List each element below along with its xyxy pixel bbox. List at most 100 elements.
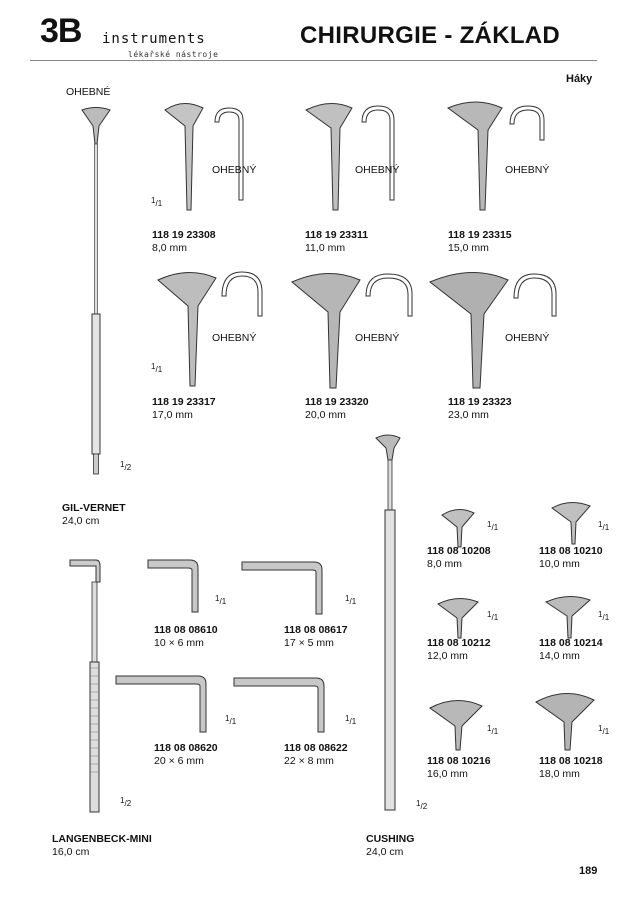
product-size: 18,0 mm bbox=[539, 768, 580, 780]
hook-scale: 1/1 bbox=[345, 714, 357, 726]
product-code: 118 08 10216 bbox=[427, 755, 491, 767]
bend-note: OHEBNÝ bbox=[505, 332, 550, 344]
product-caption: 118 08 08610 10 × 6 mm bbox=[154, 624, 218, 650]
product-code: 118 19 23311 bbox=[305, 229, 369, 241]
section-label: Háky bbox=[566, 73, 593, 85]
product-code: 118 19 23320 bbox=[305, 396, 369, 408]
product-size: 20 × 6 mm bbox=[154, 755, 204, 767]
product-size: 15,0 mm bbox=[448, 242, 489, 254]
product-code: 118 08 10214 bbox=[539, 637, 603, 649]
product-code: 118 08 10212 bbox=[427, 637, 491, 649]
blade-image bbox=[441, 509, 475, 548]
product-caption: 118 08 08617 17 × 5 mm bbox=[284, 624, 348, 650]
product-size: 20,0 mm bbox=[305, 409, 346, 421]
product-size: 14,0 mm bbox=[539, 650, 580, 662]
cushing-caption: CUSHING 24,0 cm bbox=[366, 833, 414, 859]
product-code: 118 08 08610 bbox=[154, 624, 218, 636]
product-caption: 118 19 23320 20,0 mm bbox=[305, 396, 369, 422]
hook-image bbox=[241, 561, 323, 615]
product-caption: 118 19 23317 17,0 mm bbox=[152, 396, 216, 422]
cushing-instrument-image bbox=[375, 434, 401, 811]
product-size: 12,0 mm bbox=[427, 650, 468, 662]
product-size: 16,0 mm bbox=[427, 768, 468, 780]
product-size: 11,0 mm bbox=[305, 242, 346, 254]
blade-image bbox=[437, 598, 479, 639]
product-caption: 118 08 10216 16,0 mm bbox=[427, 755, 491, 781]
product-size: 17,0 mm bbox=[152, 409, 193, 421]
page-title: CHIRURGIE - ZÁKLAD bbox=[300, 22, 561, 49]
product-code: 118 08 10208 bbox=[427, 545, 491, 557]
hook-image bbox=[233, 677, 325, 733]
product-size: 8,0 mm bbox=[152, 242, 188, 254]
product-code: 118 19 23308 bbox=[152, 229, 216, 241]
product-code: 118 08 08622 bbox=[284, 742, 348, 754]
blade-scale: 1/1 bbox=[151, 196, 163, 208]
blade-image bbox=[305, 103, 395, 211]
product-size: 17 × 5 mm bbox=[284, 637, 334, 649]
product-caption: 118 19 23311 11,0 mm bbox=[305, 229, 368, 255]
blade-image bbox=[446, 101, 545, 211]
blade-image bbox=[157, 271, 263, 387]
brand-subtitle: lékařské nástroje bbox=[128, 50, 219, 59]
blade-scale: 1/1 bbox=[598, 724, 610, 736]
product-code: 118 19 23323 bbox=[448, 396, 512, 408]
product-caption: 118 08 08620 20 × 6 mm bbox=[154, 742, 218, 768]
cushing-name: CUSHING bbox=[366, 833, 415, 845]
product-size: 23,0 mm bbox=[448, 409, 489, 421]
bend-note: OHEBNÝ bbox=[212, 164, 257, 176]
product-caption: 118 08 10208 8,0 mm bbox=[427, 545, 491, 571]
blade-scale: 1/1 bbox=[487, 520, 499, 532]
hook-scale: 1/1 bbox=[225, 714, 237, 726]
product-caption: 118 08 10210 10,0 mm bbox=[539, 545, 603, 571]
bend-note: OHEBNÝ bbox=[355, 164, 400, 176]
blade-scale: 1/1 bbox=[487, 724, 499, 736]
product-caption: 118 08 10212 12,0 mm bbox=[427, 637, 491, 663]
hook-scale: 1/1 bbox=[345, 594, 357, 606]
bend-note: OHEBNÝ bbox=[505, 164, 550, 176]
product-caption: 118 08 08622 22 × 8 mm bbox=[284, 742, 348, 768]
cushing-scale: 1/2 bbox=[416, 799, 428, 811]
product-code: 118 08 10210 bbox=[539, 545, 603, 557]
blade-image bbox=[291, 272, 413, 389]
blade-scale: 1/1 bbox=[151, 362, 163, 374]
blade-image bbox=[544, 596, 591, 639]
hook-image bbox=[115, 675, 207, 733]
product-code: 118 08 08617 bbox=[284, 624, 348, 636]
product-caption: 118 19 23315 15,0 mm bbox=[448, 229, 512, 255]
langenbeck-instrument-image bbox=[69, 559, 101, 813]
blade-scale: 1/1 bbox=[598, 520, 610, 532]
product-caption: 118 19 23323 23,0 mm bbox=[448, 396, 512, 422]
product-caption: 118 08 10218 18,0 mm bbox=[539, 755, 603, 781]
product-size: 8,0 mm bbox=[427, 558, 463, 570]
product-size: 10,0 mm bbox=[539, 558, 580, 570]
gil-vernet-top-label: OHEBNÉ bbox=[66, 86, 111, 98]
langenbeck-caption: LANGENBECK-MINI 16,0 cm bbox=[52, 833, 152, 859]
bend-note: OHEBNÝ bbox=[212, 332, 257, 344]
product-code: 118 08 08620 bbox=[154, 742, 218, 754]
blade-image bbox=[429, 272, 557, 389]
page-number: 189 bbox=[579, 865, 598, 877]
langenbeck-scale: 1/2 bbox=[120, 796, 132, 808]
product-size: 10 × 6 mm bbox=[154, 637, 204, 649]
hook-image bbox=[147, 559, 199, 613]
blade-image bbox=[535, 693, 595, 751]
blade-scale: 1/1 bbox=[598, 610, 610, 622]
bend-note: OHEBNÝ bbox=[355, 332, 400, 344]
langenbeck-length: 16,0 cm bbox=[52, 846, 90, 858]
product-size: 22 × 8 mm bbox=[284, 755, 334, 767]
hook-scale: 1/1 bbox=[215, 594, 227, 606]
gil-vernet-name: GIL-VERNET bbox=[62, 502, 126, 514]
brand-mark: 3B bbox=[40, 12, 82, 50]
cushing-length: 24,0 cm bbox=[366, 846, 404, 858]
product-caption: 118 19 23308 8,0 mm bbox=[152, 229, 216, 255]
gil-vernet-caption: GIL-VERNET 24,0 cm bbox=[62, 502, 126, 528]
langenbeck-name: LANGENBECK-MINI bbox=[52, 833, 152, 845]
gil-vernet-length: 24,0 cm bbox=[62, 515, 100, 527]
blade-image bbox=[551, 502, 591, 545]
product-code: 118 19 23317 bbox=[152, 396, 216, 408]
blade-image bbox=[429, 700, 483, 751]
header-divider bbox=[30, 60, 597, 61]
brand-word: instruments bbox=[102, 31, 206, 47]
blade-image bbox=[164, 103, 244, 211]
product-code: 118 08 10218 bbox=[539, 755, 603, 767]
